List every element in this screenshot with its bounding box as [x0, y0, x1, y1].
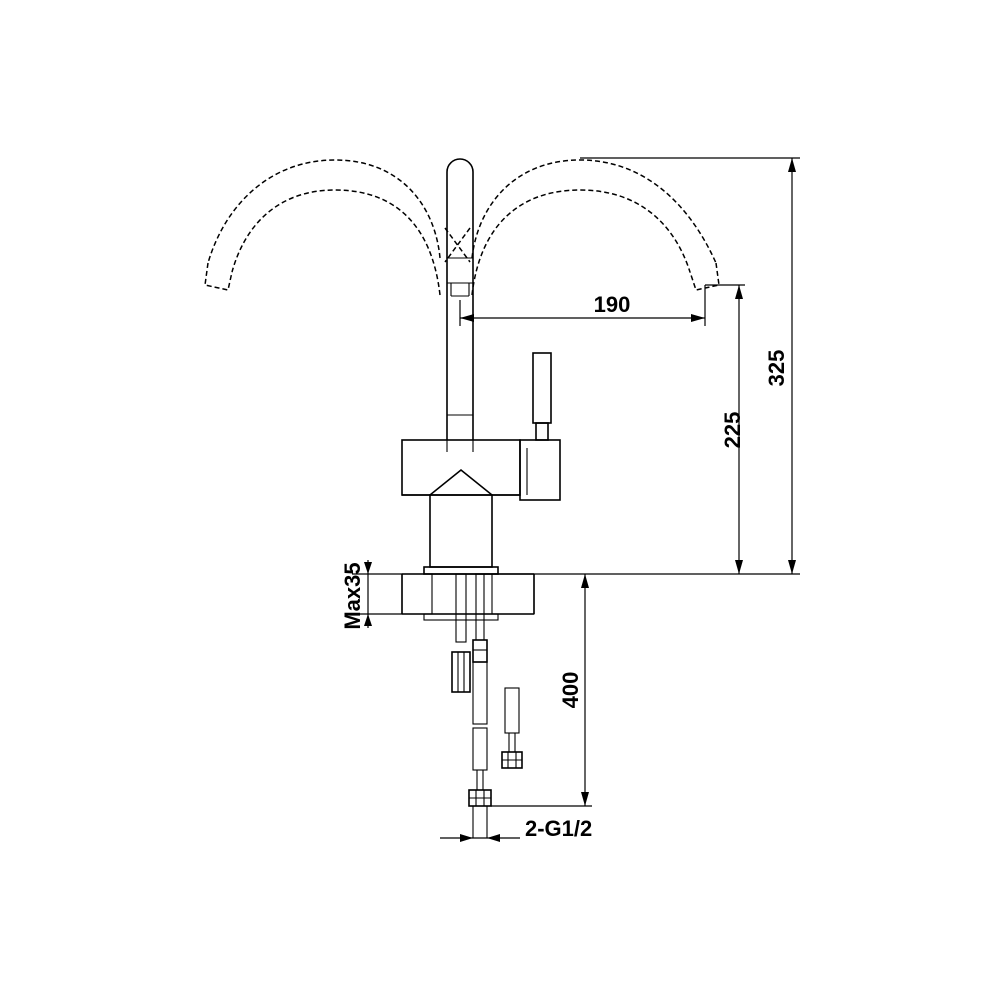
spout-tube — [446, 158, 474, 440]
dim-label-325: 325 — [764, 350, 789, 387]
lever-handle — [519, 352, 561, 501]
dimension-connection: 2-G1/2 — [440, 816, 592, 842]
dimension-deck-thickness: Max35 — [340, 560, 402, 630]
dimension-spout-reach: 190 — [459, 285, 706, 326]
dim-label-max35: Max35 — [340, 562, 365, 629]
mounting-and-hoses — [451, 573, 523, 838]
dim-label-190: 190 — [594, 292, 631, 317]
dim-label-225: 225 — [720, 412, 745, 449]
dimension-spout-height: 225 — [705, 284, 745, 574]
spout-swivel-range — [204, 159, 720, 296]
dimension-overall-height: 325 — [475, 157, 800, 575]
countertop-section — [401, 573, 535, 621]
faucet-body — [401, 439, 521, 575]
dimension-hose-length: 400 — [491, 574, 592, 807]
dim-label-400: 400 — [558, 672, 583, 709]
dim-label-connection: 2-G1/2 — [525, 816, 592, 841]
